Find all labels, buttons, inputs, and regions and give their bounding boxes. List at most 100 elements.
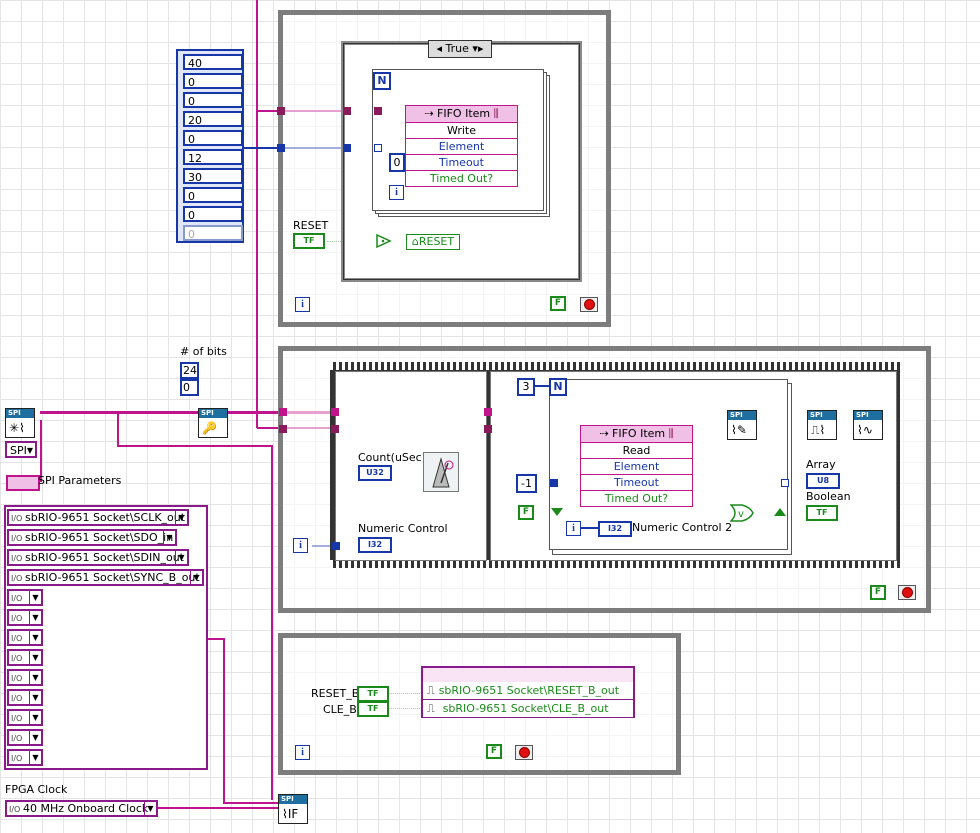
spi-read-vi[interactable]: SPI ⎍⌇ (807, 410, 837, 440)
bottom-loop-stop-terminal[interactable] (515, 745, 533, 760)
chevron-down-icon[interactable]: ▼ (175, 551, 187, 564)
chevron-down-icon[interactable]: ▼ (175, 511, 187, 524)
case-selector[interactable]: ◂ True ▾▸ (428, 40, 492, 58)
not-function-icon[interactable] (376, 233, 392, 249)
spi-open-vi[interactable]: SPI ✳⌇ (5, 408, 35, 438)
spi-configure-vi[interactable]: SPI 🔑 (198, 408, 228, 438)
or-function-icon[interactable]: v (729, 504, 754, 522)
fifo-write-element-input[interactable]: Element (406, 139, 517, 155)
bottom-loop-stop-constant[interactable]: F (486, 744, 502, 759)
timeout-constant[interactable]: 0 (389, 153, 405, 172)
fifo-write-timeout-input[interactable]: Timeout (406, 155, 517, 171)
reset-local-variable[interactable]: ⌂RESET (406, 234, 460, 250)
case-selector-left-arrow[interactable]: ◂ (436, 42, 443, 55)
wire-io-array-v (223, 638, 225, 803)
chevron-down-icon[interactable]: ▼ (29, 751, 41, 764)
timeout-constant-read[interactable]: -1 (516, 474, 537, 493)
spi-close-vi[interactable]: SPI ⌇IF (278, 794, 308, 824)
array-element[interactable]: 40 (183, 54, 243, 70)
for-loop-count-terminal[interactable]: N (373, 72, 391, 90)
array-element-empty[interactable]: 0 (183, 225, 243, 241)
tunnel-timeout (550, 479, 558, 487)
spi-parameters-cluster[interactable] (6, 475, 40, 491)
svg-text:v: v (738, 509, 744, 520)
fifo-write-timedout-output[interactable]: Timed Out? (429, 172, 494, 185)
io-item-empty[interactable]: I/O▼ (7, 649, 43, 666)
cle-b-control[interactable]: TF (357, 701, 389, 717)
chevron-down-icon[interactable]: ▼ (29, 631, 41, 644)
io-item-empty[interactable]: I/O▼ (7, 709, 43, 726)
false-constant[interactable]: F (518, 505, 534, 520)
chevron-down-icon[interactable]: ▼ (29, 691, 41, 704)
num-bits-value[interactable]: 24 (180, 362, 199, 379)
array-element[interactable]: 0 (183, 206, 243, 222)
array-element[interactable]: 0 (183, 92, 243, 108)
chevron-down-icon[interactable]: ▼ (29, 731, 41, 744)
chevron-down-icon[interactable]: ▼ (29, 591, 41, 604)
reset-control[interactable]: TF (293, 233, 325, 249)
array-element[interactable]: 0 (183, 187, 243, 203)
io-item-empty[interactable]: I/O▼ (7, 589, 43, 606)
wire-io-array (206, 638, 224, 640)
chevron-down-icon[interactable]: ▼ (29, 611, 41, 624)
fifo-read-timedout-output[interactable]: Timed Out? (604, 492, 669, 505)
top-loop-stop-constant[interactable]: F (550, 296, 566, 311)
num-bits-cluster[interactable]: 24 0 (180, 362, 199, 396)
chevron-down-icon[interactable]: ▼ (29, 671, 41, 684)
io-item-empty[interactable]: I/O▼ (7, 669, 43, 686)
middle-loop-stop-terminal[interactable] (898, 585, 916, 600)
for-count-constant[interactable]: 3 (517, 378, 535, 396)
array-element[interactable]: 30 (183, 168, 243, 184)
array-constant[interactable]: 40 0 0 20 0 12 30 0 0 0 (176, 49, 244, 243)
chevron-down-icon[interactable]: ▼ (190, 571, 202, 584)
io-item-empty[interactable]: I/O▼ (7, 729, 43, 746)
spi-write-vi[interactable]: SPI ⌇✎ (727, 410, 757, 440)
boolean-indicator: TF (806, 505, 838, 521)
chevron-down-icon[interactable]: ▼ (29, 711, 41, 724)
array-element[interactable]: 12 (183, 149, 243, 165)
middle-for-count-terminal[interactable]: N (549, 378, 567, 396)
chevron-down-icon[interactable]: ▼ (29, 651, 41, 664)
spi-icon-bar: SPI (6, 409, 34, 418)
chevron-down-icon[interactable]: ▾ (472, 42, 478, 55)
array-element[interactable]: 20 (183, 111, 243, 127)
wire-io-array-h (223, 802, 278, 804)
reset-label: RESET (293, 219, 329, 232)
io-icon: I/O (11, 694, 23, 703)
spi-waveform-icon: ✳⌇ (9, 421, 25, 435)
fifo-icon: ⇢ (599, 427, 609, 440)
chevron-down-icon[interactable]: ▼ (163, 531, 175, 544)
spi-ref-dropdown[interactable]: SPI ▼ (5, 441, 37, 458)
waveform-icon: ⌇∿ (857, 423, 873, 437)
chevron-down-icon[interactable]: ▼ (144, 802, 156, 815)
fifo-read-element-output[interactable]: Element (581, 459, 692, 475)
io-item-empty[interactable]: I/O▼ (7, 629, 43, 646)
fifo-read-node[interactable]: ⇢ FIFO Item ⫼ Read Element Timeout Timed… (580, 425, 693, 507)
tunnel-fifo-ref (277, 107, 285, 115)
num-bits-value-2[interactable]: 0 (180, 379, 199, 396)
array-element[interactable]: 0 (183, 73, 243, 89)
top-loop-stop-terminal[interactable] (580, 297, 598, 312)
io-item-empty[interactable]: I/O▼ (7, 609, 43, 626)
fifo-write-node[interactable]: ⇢ FIFO Item ⫼ Write Element Timeout Time… (405, 105, 518, 187)
io-item-empty[interactable]: I/O ▼ (7, 689, 43, 706)
tick-count-function[interactable] (423, 452, 459, 492)
middle-loop-stop-constant[interactable]: F (870, 585, 886, 600)
io-output-reset-b[interactable]: ⎍sbRIO-9651 Socket\RESET_B_out (423, 682, 633, 700)
spi-stream-vi[interactable]: SPI ⌇∿ (853, 410, 883, 440)
fifo-read-timeout-input[interactable]: Timeout (581, 475, 692, 491)
reset-b-control[interactable]: TF (357, 686, 389, 702)
numeric-control-indicator: I32 (358, 537, 392, 553)
case-selector-right-arrow[interactable]: ▸ (477, 42, 484, 55)
fifo-read-method[interactable]: Read (581, 443, 692, 459)
io-output-cle-b[interactable]: ⎍sbRIO-9651 Socket\CLE_B_out (423, 700, 633, 717)
fpga-io-node[interactable]: ⎍sbRIO-9651 Socket\RESET_B_out ⎍sbRIO-96… (421, 666, 635, 718)
fifo-write-method[interactable]: Write (406, 123, 517, 139)
array-element[interactable]: 0 (183, 130, 243, 146)
io-item-empty[interactable]: I/O▼ (7, 749, 43, 766)
